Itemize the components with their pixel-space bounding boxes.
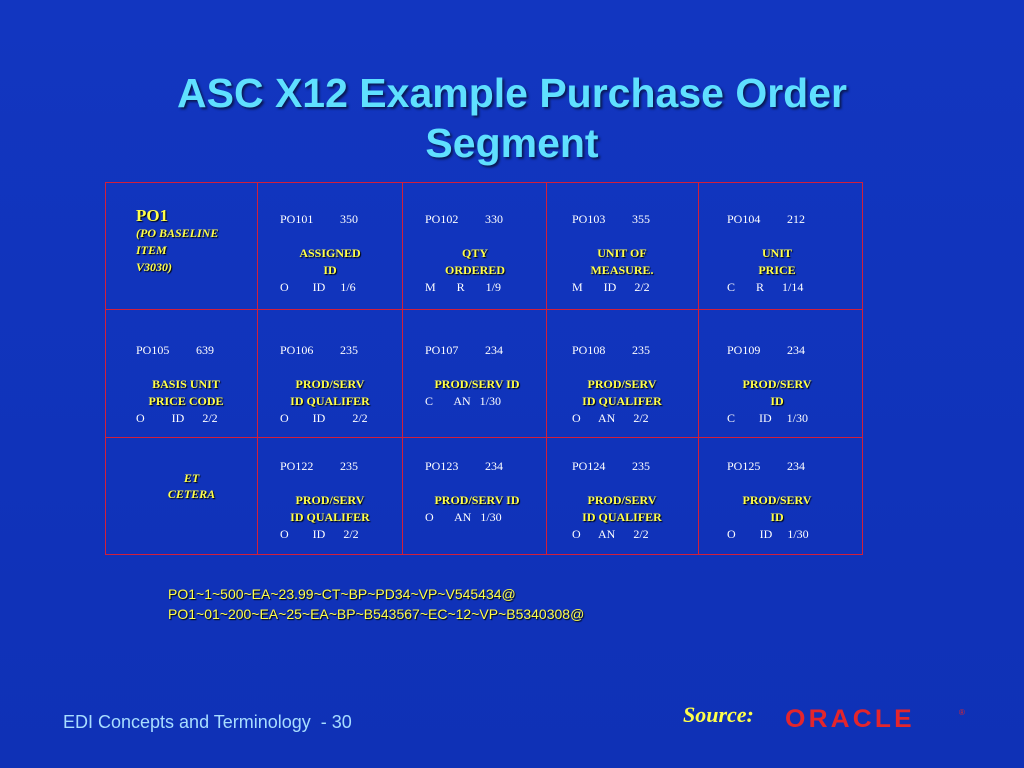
element-code: PO124 — [572, 459, 606, 473]
table-row: PO1 (PO BASELINE ITEM V3030) PO101 350 AS… — [105, 182, 863, 310]
element-meta: C R 1/14 — [727, 280, 804, 294]
element-code: PO107 — [425, 343, 459, 357]
element-code: PO106 — [280, 343, 314, 357]
element-meta: O ID 2/2 — [280, 411, 368, 425]
po1-cell: PO1 (PO BASELINE ITEM V3030) — [105, 182, 258, 310]
element-code: PO109 — [727, 343, 761, 357]
element-number: 234 — [485, 459, 503, 473]
element-cell: PO103 355 UNIT OF MEASURE. M ID 2/2 — [546, 182, 699, 310]
po1-name: PO1 — [136, 206, 169, 225]
element-code: PO104 — [727, 212, 761, 226]
registered-mark: ® — [959, 708, 965, 717]
element-meta: M R 1/9 — [425, 280, 502, 294]
element-number: 234 — [485, 343, 503, 357]
element-meta: C AN 1/30 — [425, 394, 502, 408]
element-cell: PO122 235 PROD/SERV ID QUALIFER O ID 2/2 — [257, 437, 403, 555]
element-meta: C ID 1/30 — [727, 411, 808, 425]
element-number: 235 — [340, 459, 358, 473]
element-code: PO108 — [572, 343, 606, 357]
element-cell: PO109 234 PROD/SERV ID C ID 1/30 — [698, 309, 863, 438]
element-number: 235 — [340, 343, 358, 357]
element-code: PO123 — [425, 459, 459, 473]
element-number: 330 — [485, 212, 503, 226]
element-code: PO105 — [136, 343, 170, 357]
element-meta: O ID 1/6 — [280, 280, 356, 294]
element-meta: O ID 2/2 — [136, 411, 218, 425]
slide-title-line1: ASC X12 Example Purchase Order — [177, 70, 847, 116]
element-cell: PO102 330 QTY ORDERED M R 1/9 — [402, 182, 547, 310]
element-label: PROD/SERV ID — [742, 493, 812, 524]
element-label: PROD/SERV ID QUALIFER — [582, 493, 662, 524]
element-meta: O AN 2/2 — [572, 527, 649, 541]
segment-table: PO1 (PO BASELINE ITEM V3030) PO101 350 AS… — [105, 182, 863, 555]
example-segments: PO1~1~500~EA~23.99~CT~BP~PD34~VP~V545434… — [168, 584, 584, 624]
element-cell: PO125 234 PROD/SERV ID O ID 1/30 — [698, 437, 863, 555]
element-meta: O AN 2/2 — [572, 411, 649, 425]
element-number: 234 — [787, 459, 805, 473]
element-code: PO122 — [280, 459, 314, 473]
element-label: PROD/SERV ID QUALIFER — [290, 493, 370, 524]
example-segment-1: PO1~1~500~EA~23.99~CT~BP~PD34~VP~V545434… — [168, 586, 516, 602]
element-number: 235 — [632, 343, 650, 357]
source-label: Source: — [683, 702, 754, 727]
element-cell: PO105 639 BASIS UNIT PRICE CODE O ID 2/2 — [105, 309, 258, 438]
et-cetera-cell: ET CETERA — [105, 437, 258, 555]
element-label: PROD/SERV ID — [742, 377, 812, 408]
slide-footer: EDI Concepts and Terminology - 30 — [63, 712, 352, 732]
element-cell: PO108 235 PROD/SERV ID QUALIFER O AN 2/2 — [546, 309, 699, 438]
element-label: UNIT OF MEASURE. — [590, 246, 654, 277]
element-code: PO103 — [572, 212, 606, 226]
element-code: PO125 — [727, 459, 761, 473]
element-label: ASSIGNED ID — [299, 246, 361, 277]
element-meta: M ID 2/2 — [572, 280, 650, 294]
element-label: UNIT PRICE — [758, 246, 796, 277]
element-cell: PO101 350 ASSIGNED ID O ID 1/6 — [257, 182, 403, 310]
et-cetera-label: ET CETERA — [167, 471, 216, 501]
element-label: PROD/SERV ID QUALIFER — [290, 377, 370, 408]
element-number: 355 — [632, 212, 650, 226]
element-number: 234 — [787, 343, 805, 357]
element-cell: PO123 234 PROD/SERV ID O AN 1/30 — [402, 437, 547, 555]
element-number: 350 — [340, 212, 358, 226]
element-cell: PO107 234 PROD/SERV ID C AN 1/30 — [402, 309, 547, 438]
element-meta: O ID 1/30 — [727, 527, 809, 541]
example-segment-2: PO1~01~200~EA~25~EA~BP~B543567~EC~12~VP~… — [168, 606, 585, 622]
element-code: PO101 — [280, 212, 314, 226]
element-cell: PO106 235 PROD/SERV ID QUALIFER O ID 2/2 — [257, 309, 403, 438]
element-number: 235 — [632, 459, 650, 473]
element-meta: O AN 1/30 — [425, 510, 502, 524]
element-label: PROD/SERV ID — [434, 493, 520, 507]
element-label: PROD/SERV ID — [434, 377, 520, 391]
element-cell: PO124 235 PROD/SERV ID QUALIFER O AN 2/2 — [546, 437, 699, 555]
element-number: 639 — [196, 343, 214, 357]
slide-title-line2: Segment — [425, 120, 599, 166]
slide-title: ASC X12 Example Purchase Order Segment — [0, 68, 1024, 168]
element-number: 212 — [787, 212, 805, 226]
element-cell: PO104 212 UNIT PRICE C R 1/14 — [698, 182, 863, 310]
oracle-logo: ORACLE — [785, 705, 915, 733]
element-meta: O ID 2/2 — [280, 527, 359, 541]
element-label: BASIS UNIT PRICE CODE — [148, 377, 224, 408]
table-row: ET CETERA PO122 235 PROD/SERV ID QUALIFER… — [105, 437, 863, 555]
element-label: QTY ORDERED — [444, 246, 505, 277]
element-code: PO102 — [425, 212, 459, 226]
element-label: PROD/SERV ID QUALIFER — [582, 377, 662, 408]
po1-description: (PO BASELINE ITEM V3030) — [136, 226, 219, 274]
